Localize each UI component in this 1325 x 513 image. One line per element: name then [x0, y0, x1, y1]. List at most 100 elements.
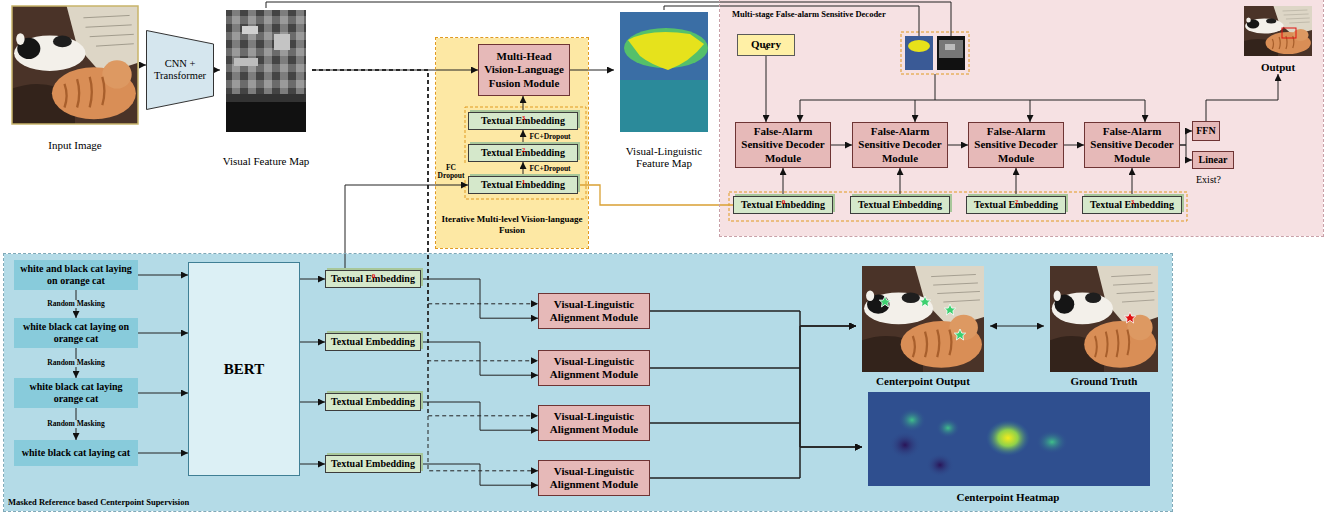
connector: [523, 96, 524, 112]
image-caption: Visual-Linguistic Feature Map: [614, 145, 714, 170]
connector: [990, 326, 1044, 327]
connector: [578, 185, 733, 205]
feature-wire: [664, 6, 919, 36]
embedding-label: Textual Embedding: [331, 336, 415, 348]
module-label: Visual-Linguistic Alignment Module: [539, 298, 649, 324]
embedding-box: Textual Embedding2: [468, 144, 578, 162]
connector: [138, 333, 188, 334]
module-label: Multi-Head Vision-Language Fusion Module: [479, 50, 569, 90]
center-star: [919, 296, 930, 307]
cat-photo: [1244, 6, 1312, 56]
edge-label: FC+Dropout: [528, 165, 571, 173]
module-label: CNN + Transformer: [152, 58, 208, 81]
pixel: [242, 26, 258, 34]
output-note: Exist?: [1196, 174, 1221, 185]
sentence-text: white black cat laying on orange cat: [14, 321, 138, 345]
edge-label: Random Masking: [46, 359, 105, 367]
sentence-text: white black cat laying cat: [22, 447, 130, 459]
module-box: False-Alarm Sensitive Decoder Module: [1084, 122, 1180, 168]
layout-wires: [266, 2, 1145, 122]
map-ground: [620, 12, 708, 132]
cat-photo: [1050, 266, 1158, 372]
decoder-input-maps: [905, 36, 965, 70]
module-label: Linear: [1199, 154, 1228, 166]
embedding-box: Textual Embedding3: [1082, 196, 1182, 214]
index-number: 0: [372, 272, 376, 280]
input-photo: [12, 6, 138, 124]
pixel: [274, 34, 290, 50]
embedding-box: Textual Embedding1: [850, 196, 950, 214]
embedding-box: Textual Embedding: [325, 393, 421, 411]
center-star: [954, 329, 965, 340]
module-label: Visual-Linguistic Alignment Module: [539, 355, 649, 381]
image-caption: Ground Truth: [1071, 375, 1138, 388]
module-label: False-Alarm Sensitive Decoder Module: [969, 125, 1063, 165]
group-panel: Masked Reference based Centerpoint Super…: [4, 254, 1172, 511]
module-box: Visual-Linguistic Alignment Module: [538, 460, 650, 496]
index-number: 3: [522, 114, 526, 122]
embedding-group-bracket: [729, 192, 1187, 221]
connector: [650, 423, 862, 447]
map-group-bracket: [901, 32, 969, 74]
connector: [650, 368, 862, 447]
feature-wire: [935, 74, 936, 100]
visual-linguistic-map: [620, 12, 708, 132]
encoder-label: BERT: [224, 360, 264, 378]
map-region: [939, 40, 963, 58]
cat-photo: [862, 266, 984, 372]
index-number: 1: [522, 178, 526, 186]
connector: [300, 464, 325, 465]
image-panel: Visual-Linguistic Feature Map: [614, 10, 714, 170]
embedding-box: Textual Embedding3: [468, 112, 578, 130]
edge-label: FC Dropout: [436, 164, 466, 180]
group-panel: Multi-stage False-alarm Sensitive Decode…: [720, 0, 1323, 236]
edge-label: Random Masking: [46, 300, 105, 308]
connector: [1206, 74, 1278, 121]
connector: [1132, 168, 1133, 196]
index-number: 0: [782, 198, 786, 206]
image-panel: Ground Truth: [1044, 264, 1164, 388]
connector: [831, 145, 852, 146]
connector: [523, 130, 524, 144]
heatmap-ground: [868, 392, 1150, 486]
connectors: [76, 56, 1278, 485]
module-label: False-Alarm Sensitive Decoder Module: [853, 125, 947, 165]
module-box: False-Alarm Sensitive Decoder Module: [735, 122, 831, 168]
connector: [783, 168, 784, 196]
connector: [650, 311, 862, 447]
module-label: FFN: [1196, 125, 1215, 137]
encoder-box: BERT: [188, 262, 300, 476]
connector: [1016, 168, 1017, 196]
connector: [138, 453, 188, 454]
connector: [1064, 145, 1084, 146]
image-caption: Output: [1261, 61, 1295, 74]
feature-wire: [1030, 100, 1031, 122]
connector: [140, 65, 146, 66]
connector: [900, 168, 901, 196]
module-box: Visual-Linguistic Alignment Module: [538, 405, 650, 441]
index-number: 3: [1131, 198, 1135, 206]
connector: [421, 342, 538, 375]
index-number: 2: [522, 146, 526, 154]
pixel: [226, 94, 306, 102]
backbone-trapezoid: CNN + Transformer: [146, 30, 214, 110]
panel-heading: Iterative Multi-level Vision-language Fu…: [436, 214, 588, 236]
heat-warm: [1036, 430, 1068, 454]
embedding-box: Textual Embedding1: [468, 176, 578, 194]
connector: [948, 145, 968, 146]
image-caption: Centerpoint Output: [876, 375, 970, 388]
embedding-label: Textual Embedding: [331, 396, 415, 408]
map-hotspot: [908, 40, 930, 52]
image-panel: Centerpoint Output: [856, 264, 990, 388]
embedding-label: Textual Embedding: [331, 458, 415, 470]
heat-warm: [898, 408, 926, 432]
embedding-box: Textual Embedding0: [325, 270, 421, 288]
feature-wire: [800, 100, 801, 122]
map-region: [945, 44, 955, 50]
embedding-box: Textual Embedding0: [733, 196, 833, 214]
panel-heading: Multi-stage False-alarm Sensitive Decode…: [732, 9, 886, 19]
sentence-box: white black cat laying cat: [14, 440, 138, 466]
sentence-text: white black cat laying orange cat: [14, 381, 138, 405]
connector: [650, 447, 862, 478]
photo-frame: [12, 6, 138, 124]
